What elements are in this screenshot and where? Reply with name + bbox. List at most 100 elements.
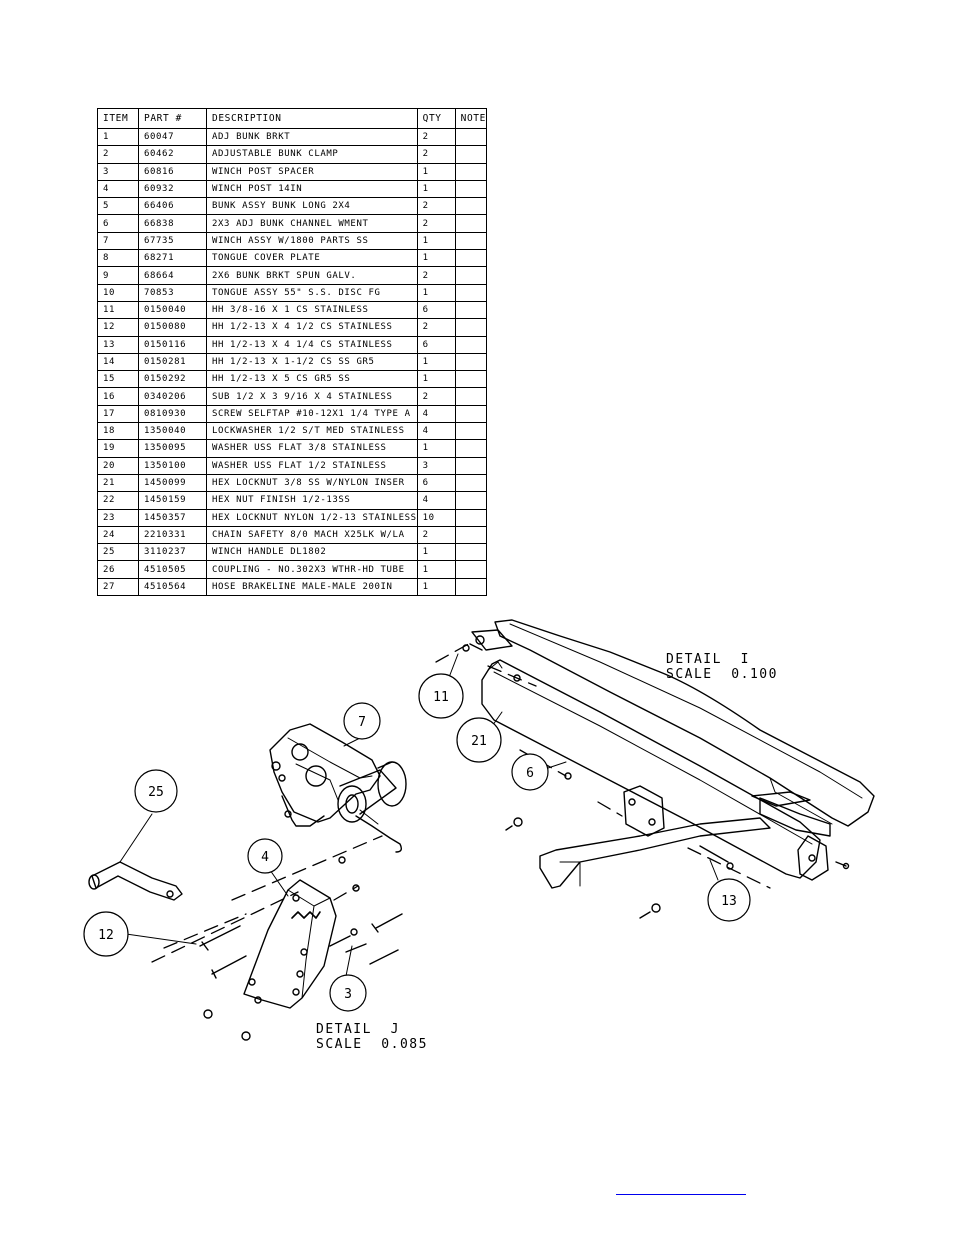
cell-part-number: 3110237 (138, 543, 207, 562)
header-qty: QTY (416, 108, 456, 129)
footer-link[interactable] (616, 1180, 746, 1195)
cell-part-number: 1450099 (138, 473, 207, 493)
callout-numbers: 7 25 4 12 3 11 21 6 13 (98, 690, 737, 1002)
cell-item: 1 (97, 127, 139, 147)
cell-qty: 6 (416, 335, 456, 354)
cell-part-number: 0150040 (138, 300, 207, 320)
cell-note (454, 197, 487, 216)
callout-balloons (83, 673, 751, 1012)
balloon-12: 12 (98, 928, 114, 943)
cell-item: 20 (97, 456, 139, 475)
cell-note (454, 249, 487, 268)
cell-item: 27 (97, 577, 139, 597)
cell-item: 17 (97, 404, 139, 424)
cell-part-number: 1450357 (138, 508, 207, 527)
balloon-3: 3 (344, 987, 352, 1002)
cell-description: SCREW SELFTAP #10-12X1 1/4 TYPE A (206, 404, 418, 424)
cell-qty: 1 (416, 283, 456, 302)
balloon-7: 7 (358, 715, 366, 730)
far-bunk-bracket (759, 797, 831, 837)
detail-j-alignment-lines (151, 835, 383, 963)
cell-part-number: 0150281 (138, 352, 207, 372)
cell-part-number: 1350100 (138, 456, 207, 475)
cell-description: CHAIN SAFETY 8/0 MACH X25LK W/LA (206, 525, 418, 545)
cell-description: HEX NUT FINISH 1/2-13SS (206, 491, 418, 510)
cell-note (454, 422, 487, 441)
cell-description: ADJ BUNK BRKT (206, 127, 418, 147)
balloon-13: 13 (721, 894, 737, 909)
cell-qty: 2 (416, 266, 456, 285)
cell-description: WINCH ASSY W/1800 PARTS SS (206, 231, 418, 251)
balloon-6: 6 (526, 766, 534, 781)
cell-part-number: 4510505 (138, 560, 207, 579)
cell-item: 19 (97, 439, 139, 458)
cell-item: 13 (97, 335, 139, 354)
cell-item: 14 (97, 352, 139, 372)
table-header-row: ITEM PART # DESCRIPTION QTY NOTE (97, 108, 487, 129)
cell-note (454, 387, 487, 406)
detail-j-title: DETAIL J (316, 1022, 400, 1037)
cell-note (454, 266, 487, 285)
cell-description: HH 1/2-13 X 1-1/2 CS SS GR5 (206, 352, 418, 372)
leader-lines (119, 653, 719, 977)
cell-item: 21 (97, 473, 139, 493)
cell-note (454, 352, 487, 372)
cell-qty: 1 (416, 352, 456, 372)
cell-qty: 4 (416, 491, 456, 510)
cell-qty: 1 (416, 162, 456, 181)
cell-qty: 1 (416, 249, 456, 268)
cell-note (454, 162, 487, 181)
cell-description: SUB 1/2 X 3 9/16 X 4 STAINLESS (206, 387, 418, 406)
cell-part-number: 68664 (138, 266, 207, 285)
detail-j-assembly (88, 723, 407, 1041)
detail-labels: DETAIL I SCALE 0.100 DETAIL J SCALE 0.08… (316, 652, 776, 1052)
cell-part-number: 1350040 (138, 422, 207, 441)
cell-part-number: 60047 (138, 127, 207, 147)
cell-qty: 1 (416, 439, 456, 458)
winch-base-plate (281, 795, 325, 827)
cell-description: COUPLING - NO.302X3 WTHR-HD TUBE (206, 560, 418, 579)
balloon-25: 25 (148, 785, 164, 800)
cell-description: HH 1/2-13 X 4 1/4 CS STAINLESS (206, 335, 418, 354)
cell-item: 16 (97, 387, 139, 406)
cell-part-number: 60932 (138, 179, 207, 199)
cell-item: 24 (97, 525, 139, 545)
cell-note (454, 318, 487, 337)
cell-qty: 2 (416, 387, 456, 406)
cell-part-number: 66406 (138, 197, 207, 216)
cell-part-number: 0150116 (138, 335, 207, 354)
winch-strap-hook (355, 815, 403, 853)
cell-part-number: 66838 (138, 214, 207, 233)
cell-part-number: 0810930 (138, 404, 207, 424)
cell-part-number: 0340206 (138, 387, 207, 406)
winch-handle (91, 861, 183, 901)
cell-note (454, 404, 487, 424)
cell-qty: 1 (416, 560, 456, 579)
cell-note (454, 231, 487, 251)
cell-item: 8 (97, 249, 139, 268)
winch-spool (337, 785, 367, 823)
cell-description: LOCKWASHER 1/2 S/T MED STAINLESS (206, 422, 418, 441)
cell-description: HEX LOCKNUT 3/8 SS W/NYLON INSER (206, 473, 418, 493)
cell-note (454, 439, 487, 458)
cell-description: HOSE BRAKELINE MALE-MALE 200IN (206, 577, 418, 597)
cell-note (454, 127, 487, 147)
cell-description: WINCH HANDLE DL1802 (206, 543, 418, 562)
cell-description: HH 3/8-16 X 1 CS STAINLESS (206, 300, 418, 320)
cell-qty: 1 (416, 231, 456, 251)
cell-description: WINCH POST 14IN (206, 179, 418, 199)
cell-note (454, 214, 487, 233)
cell-qty: 1 (416, 543, 456, 562)
cell-note (454, 491, 487, 510)
